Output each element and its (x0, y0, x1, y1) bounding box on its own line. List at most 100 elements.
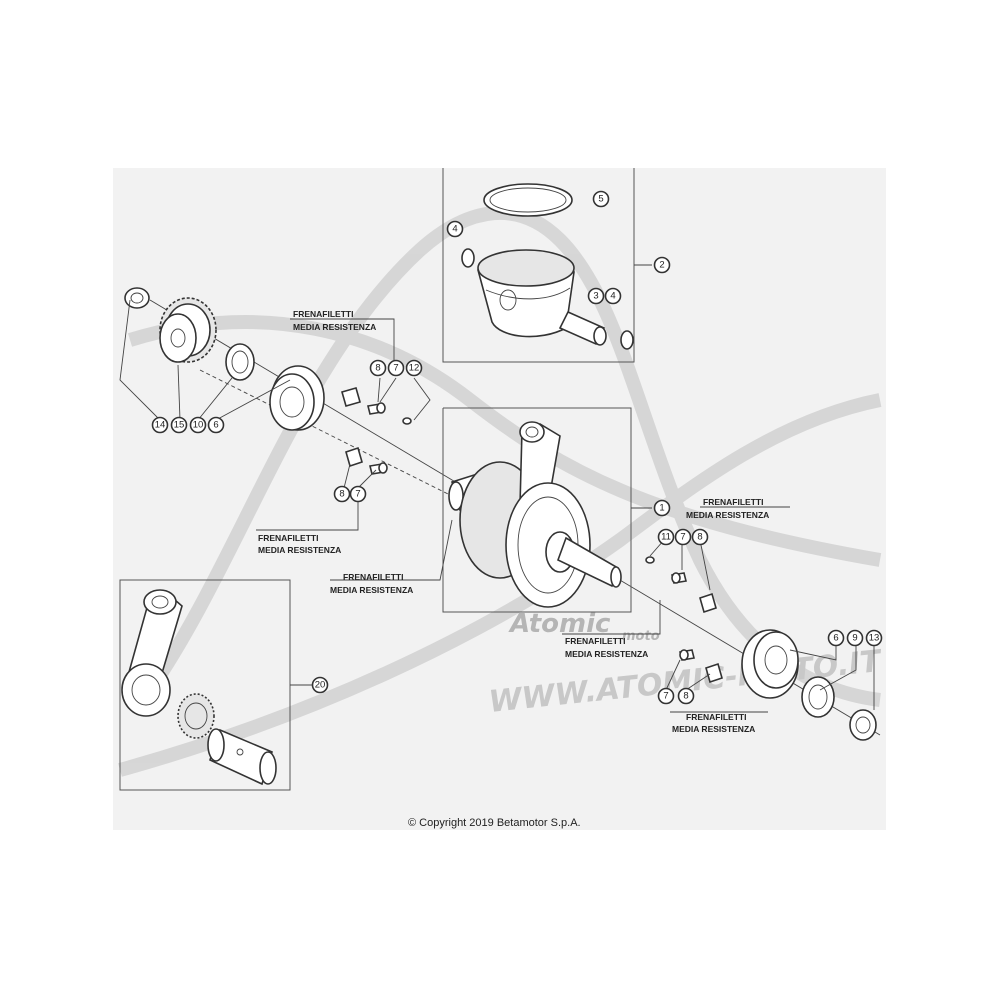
callout-14: 14 (151, 416, 169, 434)
svg-text:7: 7 (393, 363, 398, 374)
callout-6: 6 (827, 629, 845, 647)
callout-7: 7 (657, 687, 675, 705)
right-shaft-parts (741, 629, 877, 741)
callout-10: 10 (189, 416, 207, 434)
svg-text:8: 8 (375, 363, 380, 374)
conrod-kit-group (119, 579, 312, 791)
plate-mid-right (699, 592, 717, 614)
svg-text:4: 4 (610, 291, 615, 302)
svg-text:10: 10 (193, 420, 204, 431)
svg-text:MEDIA RESISTENZA: MEDIA RESISTENZA (686, 510, 769, 520)
svg-text:FRENAFILETTI: FRENAFILETTI (565, 636, 625, 646)
svg-text:MEDIA RESISTENZA: MEDIA RESISTENZA (565, 649, 648, 659)
svg-text:7: 7 (355, 489, 360, 500)
svg-text:14: 14 (155, 420, 166, 431)
svg-text:7: 7 (663, 691, 668, 702)
piston (477, 249, 575, 338)
callout-11: 11 (657, 528, 675, 546)
callouts: 5 4 2 3 4 8 7 12 14 15 10 6 8 7 1 11 7 8… (151, 190, 883, 705)
callout-8: 8 (677, 687, 695, 705)
callout-15: 15 (170, 416, 188, 434)
piston-group (442, 168, 652, 363)
fasteners (341, 387, 723, 684)
callout-8: 8 (691, 528, 709, 546)
bolt-lower-right (679, 649, 695, 661)
callout-6: 6 (207, 416, 225, 434)
circlip-left (461, 248, 475, 268)
svg-text:8: 8 (697, 532, 702, 543)
primary-gear (159, 297, 217, 363)
oil-seal-right (801, 676, 835, 718)
oil-seal-left (225, 343, 255, 381)
svg-text:8: 8 (339, 489, 344, 500)
callout-7: 7 (349, 485, 367, 503)
needle-bearing (177, 693, 215, 739)
callout-8: 8 (369, 359, 387, 377)
left-shaft-parts (119, 287, 325, 431)
callout-5: 5 (592, 190, 610, 208)
svg-text:1: 1 (659, 503, 664, 514)
svg-text:FRENAFILETTI: FRENAFILETTI (703, 497, 763, 507)
bolt-mid-left (369, 462, 388, 475)
svg-text:moto: moto (622, 629, 660, 644)
callout-7: 7 (387, 359, 405, 377)
callout-4: 4 (604, 287, 622, 305)
svg-text:6: 6 (213, 420, 218, 431)
note-frenafiletti-right-lower: FRENAFILETTI MEDIA RESISTENZA (672, 712, 755, 734)
bolt-mid-right (671, 572, 687, 584)
svg-text:2: 2 (659, 260, 664, 271)
dowel-upper (402, 417, 412, 425)
svg-text:5: 5 (598, 194, 603, 205)
crankshaft-group (442, 407, 652, 613)
svg-text:3: 3 (593, 291, 598, 302)
nut-right (849, 709, 877, 741)
bearing-left (269, 365, 325, 431)
svg-text:Atomic: Atomic (508, 609, 611, 639)
svg-text:FRENAFILETTI: FRENAFILETTI (293, 309, 353, 319)
note-frenafiletti-center: FRENAFILETTI MEDIA RESISTENZA (330, 572, 413, 595)
svg-text:8: 8 (683, 691, 688, 702)
conrod (121, 589, 183, 717)
svg-text:MEDIA RESISTENZA: MEDIA RESISTENZA (258, 545, 341, 555)
callout-9: 9 (846, 629, 864, 647)
note-frenafiletti-right-mid: FRENAFILETTI MEDIA RESISTENZA (565, 636, 648, 659)
note-frenafiletti-right-upper: FRENAFILETTI MEDIA RESISTENZA (686, 497, 769, 520)
bolt-upper-left (367, 402, 386, 415)
callout-4: 4 (446, 220, 464, 238)
bearing-right (741, 629, 799, 699)
crank-pin (207, 728, 277, 786)
svg-text:FRENAFILETTI: FRENAFILETTI (258, 533, 318, 543)
piston-pin (558, 310, 607, 346)
svg-text:15: 15 (174, 420, 185, 431)
note-frenafiletti-top: FRENAFILETTI MEDIA RESISTENZA (293, 309, 376, 332)
circlip-right (620, 330, 634, 350)
callout-20: 20 (311, 676, 329, 694)
note-frenafiletti-left: FRENAFILETTI MEDIA RESISTENZA (258, 533, 341, 555)
plate-upper-left (341, 387, 361, 407)
svg-text:12: 12 (409, 363, 420, 374)
callout-12: 12 (405, 359, 423, 377)
callout-13: 13 (865, 629, 883, 647)
svg-text:11: 11 (661, 532, 671, 543)
svg-text:FRENAFILETTI: FRENAFILETTI (343, 572, 403, 582)
svg-text:20: 20 (315, 680, 326, 691)
nut-left (124, 287, 150, 309)
svg-text:MEDIA RESISTENZA: MEDIA RESISTENZA (293, 322, 376, 332)
plate-lower-right (705, 662, 723, 684)
callout-2: 2 (653, 256, 671, 274)
dowel-lower (645, 556, 655, 564)
copyright-text: © Copyright 2019 Betamotor S.p.A. (408, 817, 581, 829)
svg-text:13: 13 (869, 633, 880, 644)
svg-text:FRENAFILETTI: FRENAFILETTI (686, 712, 746, 722)
svg-text:4: 4 (452, 224, 457, 235)
svg-text:MEDIA RESISTENZA: MEDIA RESISTENZA (330, 585, 413, 595)
plate-mid-left (345, 446, 363, 468)
svg-text:9: 9 (852, 633, 857, 644)
svg-text:6: 6 (833, 633, 838, 644)
svg-text:MEDIA RESISTENZA: MEDIA RESISTENZA (672, 724, 755, 734)
svg-text:7: 7 (680, 532, 685, 543)
piston-ring (483, 183, 573, 217)
callout-3: 3 (587, 287, 605, 305)
